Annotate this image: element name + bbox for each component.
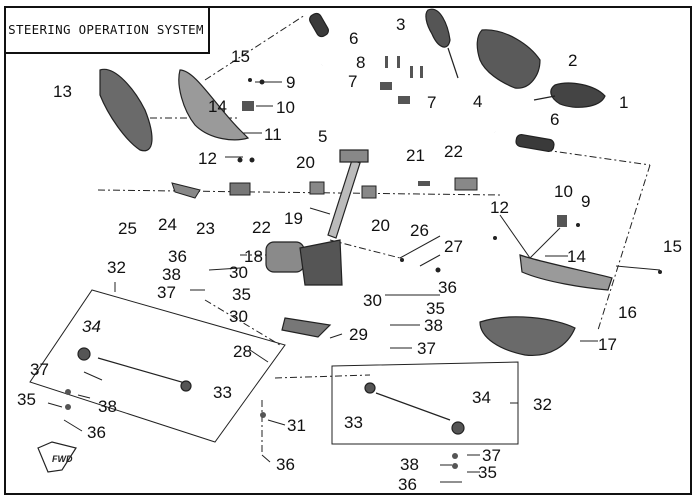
callout: 18: [244, 247, 263, 266]
callout: 25: [118, 219, 137, 238]
callout: 38: [400, 455, 419, 474]
steering-arm-plate: [281, 317, 332, 338]
callout: 34: [472, 388, 491, 407]
handlebar: [321, 63, 496, 136]
callout: 34: [82, 317, 101, 336]
steering-column: [327, 149, 369, 239]
hand-guard-bracket-left: [178, 69, 250, 141]
mirror-left: [425, 8, 459, 79]
callout: 15: [663, 237, 682, 256]
callout: 20: [296, 153, 315, 172]
callout: 12: [490, 198, 509, 217]
callout: 1: [619, 93, 628, 112]
title-box: STEERING OPERATION SYSTEM: [4, 6, 210, 54]
callout: 17: [598, 335, 617, 354]
callout: 5: [318, 127, 327, 146]
callout: 14: [208, 97, 227, 116]
callout: 37: [482, 446, 501, 465]
fwd-label: FWD: [52, 454, 73, 464]
callout: 10: [276, 98, 295, 117]
diagram-title: STEERING OPERATION SYSTEM: [8, 21, 204, 37]
callout: 20: [371, 216, 390, 235]
callout: 22: [252, 218, 271, 237]
small-fasteners: [65, 56, 662, 469]
tie-rod-left: [77, 347, 192, 392]
hand-guard-left: [99, 68, 153, 152]
callout: 10: [554, 182, 573, 201]
callout: 7: [348, 72, 357, 91]
callout: 24: [158, 215, 177, 234]
callout: 35: [478, 463, 497, 482]
callout: 12: [198, 149, 217, 168]
callout: 38: [162, 265, 181, 284]
callout: 13: [53, 82, 72, 101]
diagram-frame: [4, 6, 692, 495]
power-steering-unit: [265, 239, 343, 286]
callout: 35: [232, 285, 251, 304]
tie-rod-right: [364, 382, 465, 435]
callout: 37: [30, 360, 49, 379]
callout: 11: [264, 125, 282, 144]
hand-guard-right: [479, 316, 576, 357]
callout: 32: [107, 258, 126, 277]
callout: 30: [229, 307, 248, 326]
tie-rod-box-left: [29, 289, 286, 443]
callout: 37: [417, 339, 436, 358]
callout: 33: [344, 413, 363, 432]
callout: 30: [229, 263, 248, 282]
callout: 35: [17, 390, 36, 409]
callout: 19: [284, 209, 303, 228]
callout: 28: [233, 342, 252, 361]
callout: 30: [363, 291, 382, 310]
callout: 36: [398, 475, 417, 494]
callout: 22: [444, 142, 463, 161]
callout: 36: [438, 278, 457, 297]
callout: 37: [157, 283, 176, 302]
callout: 4: [473, 92, 482, 111]
callout: 23: [196, 219, 215, 238]
callout: 2: [568, 51, 577, 70]
callout: 7: [427, 93, 436, 112]
handle-grip-right: [515, 133, 555, 153]
callout: 6: [550, 110, 559, 129]
callout: 21: [406, 146, 425, 165]
handlebar-cover: [476, 29, 541, 89]
mirror-right: [533, 82, 606, 108]
callout: 16: [618, 303, 637, 322]
callout: 31: [287, 416, 306, 435]
callout: 36: [168, 247, 187, 266]
callout: 26: [410, 221, 429, 240]
tie-rod-box-right: [331, 361, 519, 445]
callout: 3: [396, 15, 405, 34]
callout: 36: [87, 423, 106, 442]
callout: 36: [276, 455, 295, 474]
callout-labels: 1 2 3 4 5 6 6 7 7 8 9 9 10 10 11 12 12 1…: [17, 15, 682, 494]
callout: 15: [231, 47, 250, 66]
handle-grip-left: [309, 12, 329, 38]
callout: 38: [424, 316, 443, 335]
callout: 29: [349, 325, 368, 344]
callout: 35: [426, 299, 445, 318]
callout: 6: [349, 29, 358, 48]
callout: 33: [213, 383, 232, 402]
callout: 9: [581, 192, 590, 211]
callout: 38: [98, 397, 117, 416]
callout: 32: [533, 395, 552, 414]
callout: 8: [356, 53, 365, 72]
fwd-arrow-icon: FWD: [37, 441, 77, 473]
hand-guard-bracket-right: [519, 254, 613, 291]
callout: 14: [567, 247, 586, 266]
callout: 27: [444, 237, 463, 256]
callout: 9: [286, 73, 295, 92]
